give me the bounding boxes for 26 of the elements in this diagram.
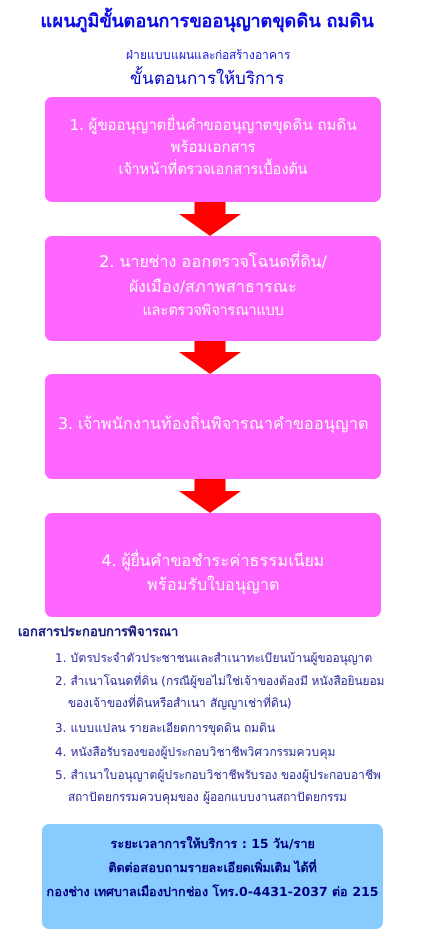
arrow	[179, 341, 241, 374]
info-text: กองช่าง เทศบาลเมืองปากช่อง โทร.0-4431-2037 ต่อ 215	[46, 883, 378, 901]
list-item: 4. หนังสือรับรองของผู้ประกอบวิชาชีพวิศวกรรมควบคุม	[55, 744, 336, 762]
section-heading: ขั้นตอนการให้บริการ	[130, 66, 284, 92]
info-text: ติดต่อสอบถามรายละเอียดเพิ่มเติม ได้ที่	[108, 858, 317, 877]
arrow	[179, 202, 241, 236]
info-box	[42, 824, 383, 929]
step-note: เจ้าหน้าที่ตรวจเอกสารเบื้องต้น	[118, 158, 308, 182]
step-text: 1. ผู้ขออนุญาตยื่นคำขออนุญาตขุดดิน ถมดิน พร้อมเอกสาร	[68, 114, 358, 158]
list-item: 2. สำเนาโฉนดที่ดิน (กรณีผู้ขอไม่ใช่เจ้าของต้องมี หนังสือยินยอม ของเจ้าของที่ดินหรือสำเนา สัญญาเช่าที่ดิน)	[55, 672, 386, 712]
process-box	[45, 97, 381, 202]
arrow	[179, 479, 241, 513]
list-item: 3. แบบแปลน รายละเอียดการขุดดิน ถมดิน	[55, 720, 275, 738]
list-item: 1. บัตรประจำตัวประชาชนและสำเนาทะเบียนบ้านผู้ขออนุญาต	[55, 650, 372, 668]
process-box	[45, 374, 381, 479]
step-note: และตรวจพิจารณาแบบ	[142, 302, 284, 321]
step-text: 4. ผู้ยื่นคำขอชำระค่าธรรมเนียม พร้อมรับใบอนุญาต	[100, 549, 326, 596]
section-heading: เอกสารประกอบการพิจารณา	[18, 624, 178, 642]
list-item: 5. สำเนาใบอนุญาตผู้ประกอบวิชาชีพรับรอง ของผู้ประกอบอาชีพ สถาปัตยกรรมควบคุมของ ผู้ออกแบบงานสถาปัตยกรรม	[55, 767, 382, 806]
process-box	[45, 236, 381, 341]
process-box	[45, 513, 381, 617]
subtitle: ฝ่ายแบบแผนและก่อสร้างอาคาร	[126, 47, 290, 64]
info-text: ระยะเวลาการให้บริการ : 15 วัน/ราย	[110, 835, 315, 853]
step-text: 3. เจ้าพนักงานท้องถิ่นพิจารณาคำขออนุญาต	[58, 412, 368, 436]
step-text: 2. นายช่าง ออกตรวจโฉนดที่ดิน/ ผังเมือง/สภาพสาธารณะ	[98, 250, 328, 298]
title: แผนภูมิขั้นตอนการขออนุญาตขุดดิน ถมดิน	[40, 8, 374, 36]
